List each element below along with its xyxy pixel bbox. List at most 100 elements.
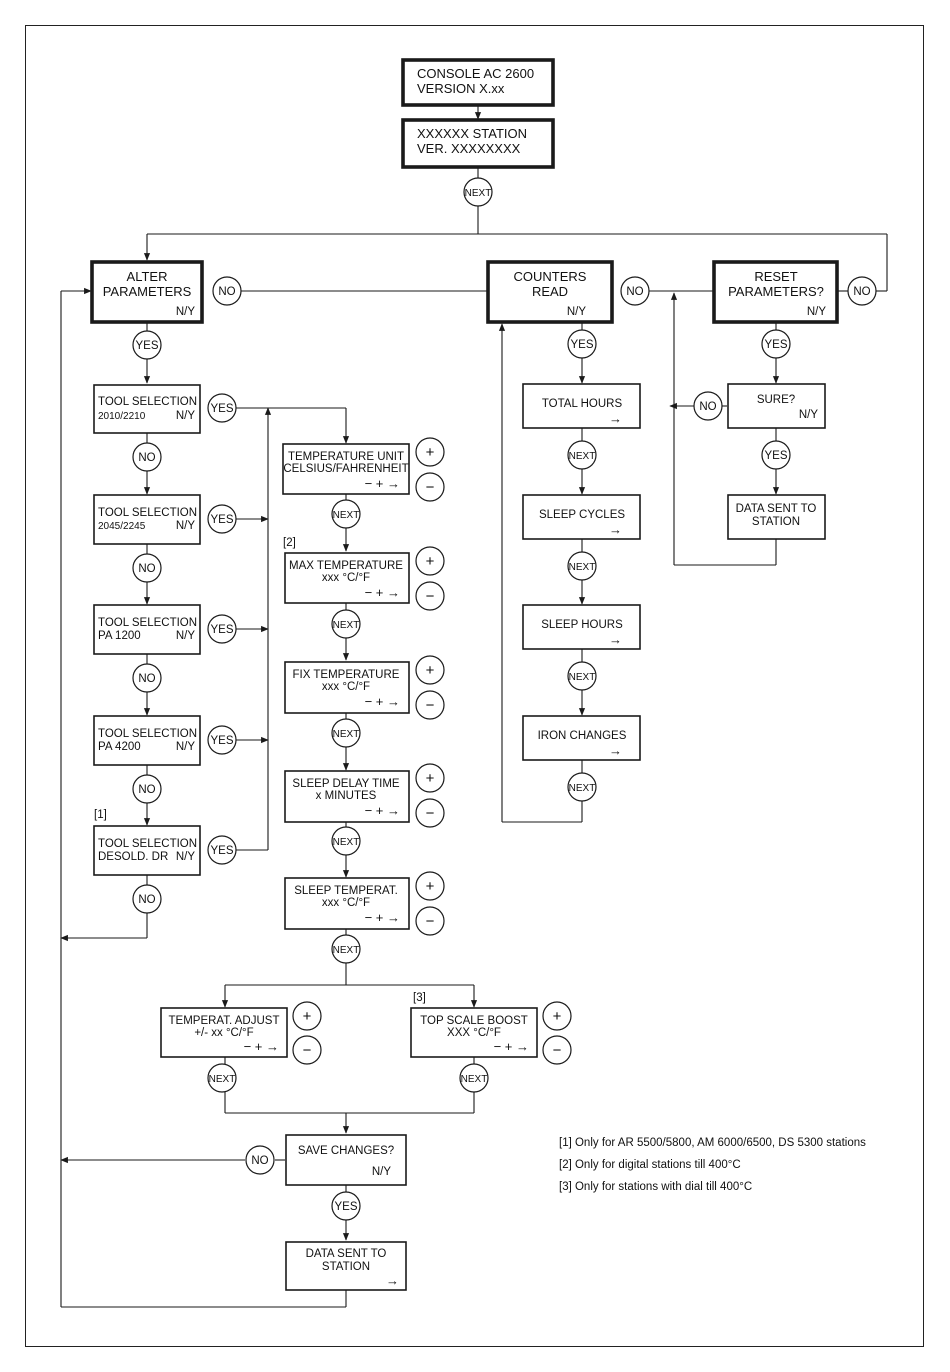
next-label: NEXT xyxy=(569,783,596,794)
tool-2-ny: N/Y xyxy=(176,520,196,532)
no-node: NO xyxy=(212,276,242,306)
param-box-sleep-temperat: SLEEP TEMPERAT. xxx °C/°F − + → xyxy=(284,877,410,930)
plus-label: + xyxy=(426,444,435,461)
tool-4-line2: PA 4200 xyxy=(98,741,141,753)
no-node: NO xyxy=(693,391,723,421)
tool-box-5: TOOL SELECTION DESOLD. DR N/Y xyxy=(93,825,201,876)
adjust-line2: +/- xx °C/°F xyxy=(194,1027,253,1039)
yes-label: YES xyxy=(135,340,158,352)
save-line1: SAVE CHANGES? xyxy=(298,1145,394,1157)
next-label: NEXT xyxy=(465,188,492,199)
no-node: NO xyxy=(847,276,877,306)
sure-ny: N/Y xyxy=(799,409,819,421)
boost-line2: XXX °C/°F xyxy=(447,1027,501,1039)
plus-label: + xyxy=(426,553,435,570)
plus-icon: + xyxy=(415,437,445,467)
yes-label: YES xyxy=(334,1201,357,1213)
next-label: NEXT xyxy=(569,562,596,573)
alter-ny: N/Y xyxy=(176,306,196,318)
data-sent-main-line2: STATION xyxy=(322,1261,370,1273)
next-node: NEXT xyxy=(331,609,361,639)
next-node: NEXT xyxy=(567,661,597,691)
plus-label: + xyxy=(426,662,435,679)
minus-icon: − xyxy=(415,798,445,828)
minus-label: − xyxy=(426,805,435,822)
connectors xyxy=(60,106,888,1308)
data-sent-box-main: DATA SENT TO STATION → xyxy=(285,1241,407,1291)
counter-3-label: SLEEP HOURS xyxy=(541,619,623,631)
counter-box-sleep-hours: SLEEP HOURS → xyxy=(522,604,641,650)
counter-box-sleep-cycles: SLEEP CYCLES → xyxy=(522,494,641,540)
no-node: NO xyxy=(132,553,162,583)
no-label: NO xyxy=(218,286,235,298)
next-node: NEXT xyxy=(331,934,361,964)
counter-2-arrow: → xyxy=(609,522,622,537)
counter-2-label: SLEEP CYCLES xyxy=(539,509,625,521)
no-label: NO xyxy=(251,1155,268,1167)
param-3-line2: xxx °C/°F xyxy=(322,681,370,693)
no-node: NO xyxy=(132,774,162,804)
yes-node: YES xyxy=(331,1191,361,1221)
data-sent-box-reset: DATA SENT TO STATION xyxy=(727,494,826,540)
next-label: NEXT xyxy=(333,620,360,631)
plus-label: + xyxy=(426,878,435,895)
no-label: NO xyxy=(138,452,155,464)
param-box-max-temperature: MAX TEMPERATURE xxx °C/°F − + → xyxy=(284,552,410,604)
no-label: NO xyxy=(853,286,870,298)
console-line1: CONSOLE AC 2600 xyxy=(417,66,534,81)
plus-minus-controls: + − + − + − + − + − + − + − xyxy=(292,437,572,1065)
boost-pm: − + → xyxy=(494,1039,529,1054)
next-node: NEXT xyxy=(567,772,597,802)
tool-box-2: TOOL SELECTION 2045/2245 N/Y xyxy=(93,494,201,545)
no-node: NO xyxy=(132,663,162,693)
tool-1-line1: TOOL SELECTION xyxy=(98,396,197,408)
param-box-temperature-unit: TEMPERATURE UNIT CELSIUS/FAHRENHEIT − + … xyxy=(282,443,410,495)
footnote-3: [3] Only for stations with dial till 400… xyxy=(559,1181,752,1193)
tool-2-line2: 2045/2245 xyxy=(98,521,146,532)
no-label: NO xyxy=(138,563,155,575)
next-label: NEXT xyxy=(333,837,360,848)
station-box: XXXXXX STATION VER. XXXXXXXX xyxy=(401,118,555,169)
plus-icon: + xyxy=(292,1001,322,1031)
no-label: NO xyxy=(138,784,155,796)
tool-3-ny: N/Y xyxy=(176,630,196,642)
minus-label: − xyxy=(303,1042,312,1059)
data-sent-reset-line2: STATION xyxy=(752,516,800,528)
tool-3-line2: PA 1200 xyxy=(98,630,141,642)
tool-1-ny: N/Y xyxy=(176,410,196,422)
no-node: NO xyxy=(245,1145,275,1175)
next-label: NEXT xyxy=(333,945,360,956)
counters-read-box: COUNTERS READ N/Y xyxy=(486,260,614,324)
station-line1: XXXXXX STATION xyxy=(417,126,527,141)
tool-5-ny: N/Y xyxy=(176,851,196,863)
marker-1: [1] xyxy=(94,809,107,821)
tool-4-line1: TOOL SELECTION xyxy=(98,728,197,740)
param-5-line2: xxx °C/°F xyxy=(322,897,370,909)
alter-line1: ALTER xyxy=(127,269,168,284)
next-node: NEXT xyxy=(567,551,597,581)
yes-node: YES xyxy=(207,393,237,423)
counter-box-total-hours: TOTAL HOURS → xyxy=(522,383,641,429)
alter-line2: PARAMETERS xyxy=(103,284,192,299)
plus-icon: + xyxy=(542,1001,572,1031)
yes-label: YES xyxy=(210,514,233,526)
footnote-2: [2] Only for digital stations till 400°C xyxy=(559,1159,741,1171)
counters-line2: READ xyxy=(532,284,568,299)
next-node: NEXT xyxy=(459,1063,489,1093)
marker-3: [3] xyxy=(413,992,426,1004)
counters-ny: N/Y xyxy=(567,306,587,318)
next-node: NEXT xyxy=(331,718,361,748)
no-label: NO xyxy=(138,894,155,906)
tool-box-1: TOOL SELECTION 2010/2210 N/Y xyxy=(93,384,201,434)
yes-node: YES xyxy=(567,329,597,359)
param-5-pm: − + → xyxy=(365,910,400,925)
param-2-line1: MAX TEMPERATURE xyxy=(289,560,403,572)
minus-icon: − xyxy=(415,690,445,720)
no-label: NO xyxy=(699,401,716,413)
plus-label: + xyxy=(426,770,435,787)
yes-node: YES xyxy=(207,835,237,865)
top-scale-boost-box: TOP SCALE BOOST XXX °C/°F − + → xyxy=(410,1007,538,1058)
param-box-fix-temperature: FIX TEMPERATURE xxx °C/°F − + → xyxy=(284,661,410,714)
no-node: NO xyxy=(620,276,650,306)
